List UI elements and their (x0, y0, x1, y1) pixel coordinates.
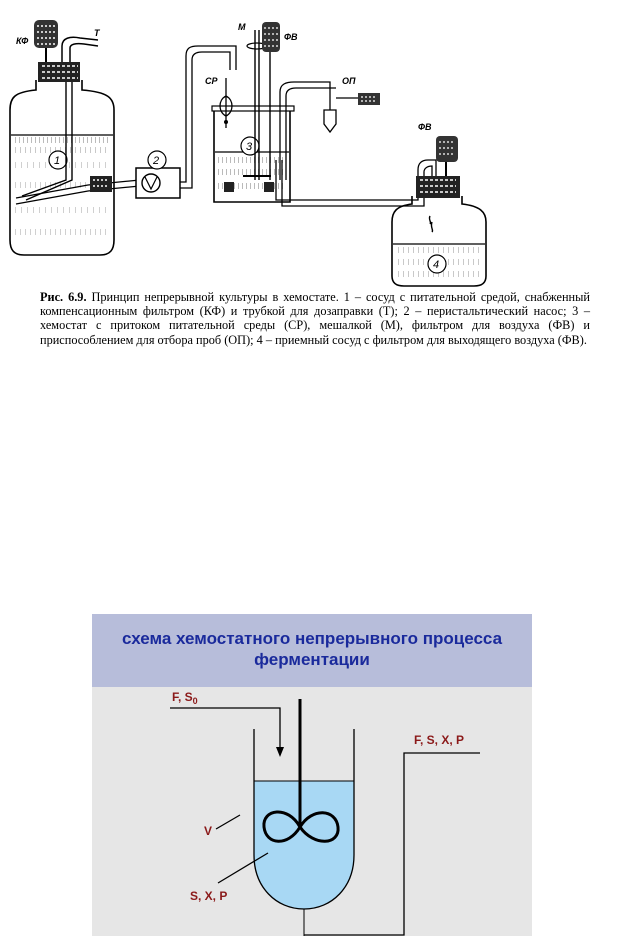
label-fv-right: ФВ (418, 122, 432, 132)
label-fv-top: ФВ (284, 32, 298, 42)
volume-label: V (204, 824, 212, 838)
label-t: Т (94, 28, 101, 38)
pointer-sxp (217, 852, 269, 884)
number-1: 1 (54, 155, 60, 167)
vessel-1 (9, 80, 115, 256)
pointer-v (215, 814, 241, 830)
air-filter-fv-right (436, 136, 458, 176)
sampler-op (279, 81, 358, 180)
label-sr: СР (205, 76, 218, 86)
outlet-label: F, S, X, P (414, 733, 464, 747)
slide-header: схема хемостатного непрерывного процесса… (92, 614, 532, 687)
filter-kf (34, 20, 58, 62)
chemostat-scheme-slide: схема хемостатного непрерывного процесса… (92, 614, 532, 936)
number-3: 3 (246, 141, 253, 153)
number-2: 2 (152, 155, 159, 167)
vessel-liquid (254, 781, 354, 909)
figure-caption: Рис. 6.9. Принцип непрерывной культуры в… (40, 290, 590, 347)
refill-tube-t (61, 36, 99, 62)
air-filter-fv-top (262, 22, 280, 180)
vessel-4 (391, 196, 487, 287)
label-kf: КФ (16, 36, 28, 46)
stirrer-m (243, 30, 271, 180)
label-m: М (238, 22, 246, 32)
inlet-arrow-icon (276, 747, 284, 757)
slide-title: схема хемостатного непрерывного процесса… (121, 629, 503, 669)
outlet-pipe (304, 752, 480, 936)
inlet-label-subscript: 0 (193, 696, 198, 706)
figure-number: Рис. 6.9. (40, 290, 87, 304)
chemostat-apparatus-diagram: КФ Т 1 2 СР 3 М ФВ (9, 20, 487, 287)
figure-caption-text: Принцип непрерывной культуры в хемостате… (40, 290, 590, 347)
stirrer-blade-icon (262, 810, 340, 843)
number-4: 4 (433, 259, 439, 271)
pump-2 (135, 150, 181, 199)
inlet-label: F, S0 (172, 690, 198, 706)
label-op: ОП (342, 76, 356, 86)
chemostat-scheme-diagram: F, S0 F, S, X, P V S, X, P (170, 690, 480, 936)
inlet-line (170, 707, 281, 747)
contents-label: S, X, P (190, 889, 227, 903)
